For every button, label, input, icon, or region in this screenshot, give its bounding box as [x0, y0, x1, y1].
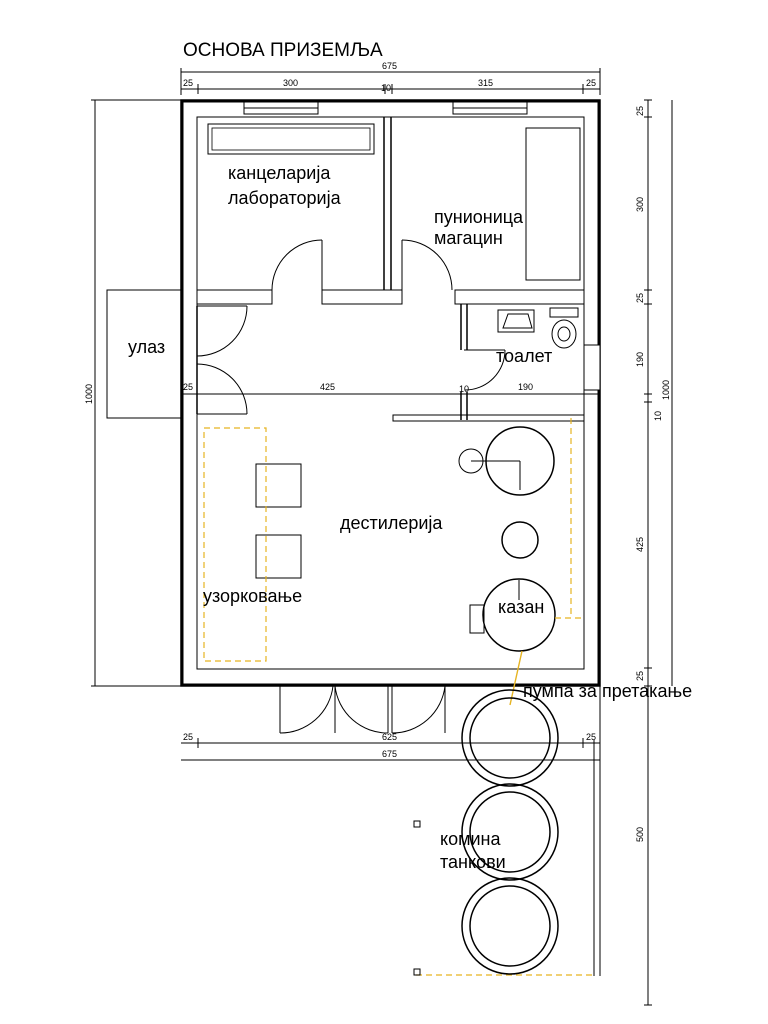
label-distillery: дестилерија: [340, 513, 443, 533]
dim-right-b: 300: [635, 197, 645, 212]
right-dimensions: 25 300 25 190 10 425 25 500 1000: [635, 99, 673, 1006]
dim-mid-a: 25: [183, 382, 193, 392]
room-labels: канцеларија лабораторија пунионица магац…: [128, 163, 692, 872]
dim-mid-c: 10: [459, 384, 469, 394]
label-sampling: узорковање: [203, 586, 302, 606]
dim-right-f: 425: [635, 537, 645, 552]
dim-mid-d: 190: [518, 382, 533, 392]
label-pump: пумпа за претакање: [523, 681, 692, 701]
label-storage: магацин: [434, 228, 503, 248]
yellow-zones: [203, 418, 596, 976]
entrance-porch: [106, 289, 248, 419]
label-toilet: тоалет: [496, 346, 552, 366]
furniture: [207, 123, 581, 579]
interior-walls: 25 425 10 190 25: [181, 117, 601, 422]
top-dimensions: 675 25 300 10 315 25: [180, 61, 601, 95]
dim-bot-a: 25: [183, 732, 193, 742]
dim-right-c: 25: [635, 293, 645, 303]
bottom-dimensions: 25 625 25 675: [181, 732, 600, 761]
dim-top-d: 315: [478, 78, 493, 88]
tanks: [413, 686, 601, 976]
label-bottling: пунионица: [434, 207, 524, 227]
dim-top-c: 10: [381, 83, 391, 93]
dim-top-e: 25: [586, 78, 596, 88]
dim-top-b: 300: [283, 78, 298, 88]
label-pomace: комина: [440, 829, 501, 849]
label-entrance: улаз: [128, 337, 165, 357]
dim-right-g: 25: [635, 671, 645, 681]
label-office: канцеларија: [228, 163, 331, 183]
plan-title: ОСНОВА ПРИЗЕМЉА: [183, 40, 383, 61]
label-still: казан: [498, 597, 544, 617]
left-dimension: 1000: [84, 99, 181, 687]
dim-mid-b: 425: [320, 382, 335, 392]
label-laboratory: лабораторија: [228, 188, 342, 208]
dim-top-a: 25: [183, 78, 193, 88]
dim-right-d: 190: [635, 352, 645, 367]
dim-right-e: 10: [653, 411, 663, 421]
dim-right-total: 1000: [661, 380, 671, 400]
dim-bot-c: 25: [586, 732, 596, 742]
distillery-equipment: [458, 426, 556, 652]
doors: [271, 239, 506, 734]
label-tanks: танкови: [440, 852, 506, 872]
dim-bot-b: 625: [382, 732, 397, 742]
dim-tanks-len: 500: [635, 827, 645, 842]
dim-left-total: 1000: [84, 384, 94, 404]
dim-right-a: 25: [635, 106, 645, 116]
dim-bot-total: 675: [382, 749, 397, 759]
dim-top-total: 675: [382, 61, 397, 71]
